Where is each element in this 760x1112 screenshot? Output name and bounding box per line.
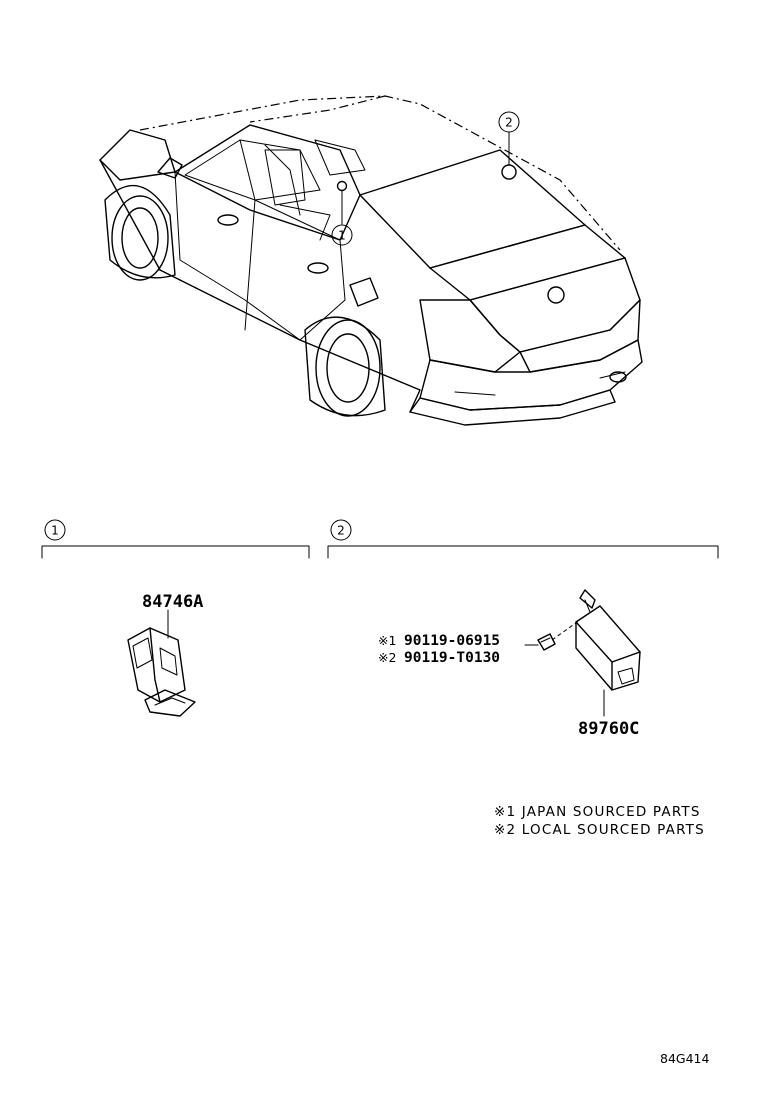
note-local-sourced: ※2 LOCAL SOURCED PARTS — [494, 822, 705, 838]
callout-1: 1 — [331, 224, 353, 246]
callout-2: 2 — [498, 111, 520, 133]
bolt-part-number-2: 90119-T0130 — [404, 650, 500, 666]
svg-text:※1: ※1 — [378, 633, 396, 648]
svg-text:1: 1 — [338, 229, 346, 243]
section-1-header: 1 — [41, 519, 310, 559]
diagram-code: 84G414 — [660, 1051, 709, 1066]
bolt-reference-1: ※1 90119-06915 — [378, 633, 500, 649]
bolt-reference-2: ※2 90119-T0130 — [378, 650, 500, 666]
sensor-part-illustration — [524, 589, 641, 717]
part-number-89760C: 89760C — [578, 719, 639, 739]
bolt-part-number-1: 90119-06915 — [404, 633, 500, 649]
switch-part-illustration — [127, 609, 196, 717]
svg-text:※2: ※2 — [378, 650, 396, 665]
svg-text:2: 2 — [337, 524, 345, 538]
svg-text:2: 2 — [505, 116, 513, 130]
vehicle-illustration — [99, 95, 643, 426]
part-number-84746A: 84746A — [142, 592, 203, 612]
svg-text:1: 1 — [51, 524, 59, 538]
note-japan-sourced: ※1 JAPAN SOURCED PARTS — [494, 804, 701, 820]
section-2-header: 2 — [327, 519, 719, 559]
